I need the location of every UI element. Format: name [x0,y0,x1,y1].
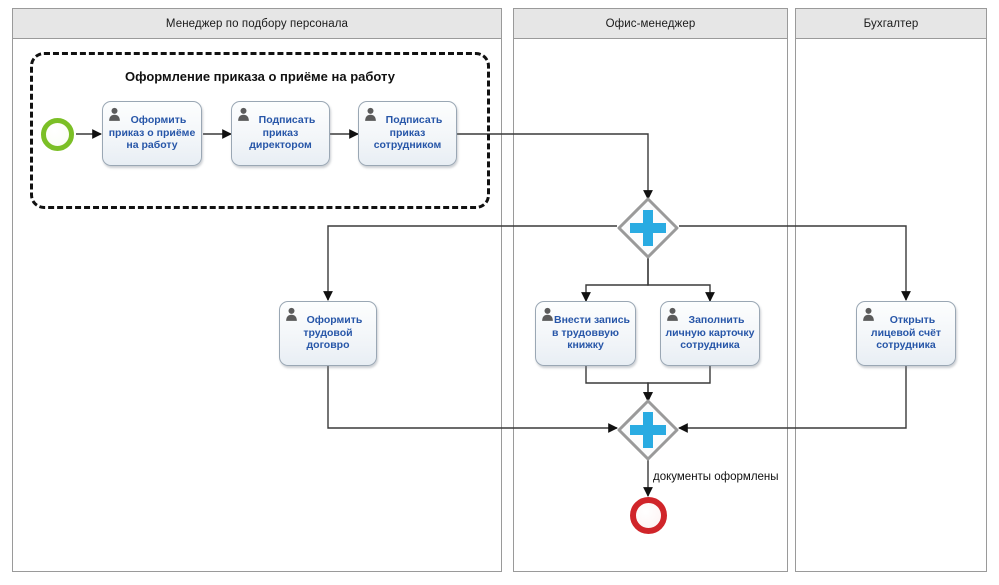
task-label: Подписать приказ сотрудником [373,114,443,152]
lane-office-header: Офис-менеджер [514,9,787,39]
edge-gateway-split-to-task6 [647,256,715,302]
plus-icon [630,210,666,246]
task-label: Заполнить личную карточку сотрудника [665,314,755,352]
edge-task7-to-gateway-join [678,366,907,433]
lane-office-label: Офис-менеджер [605,17,696,30]
task-zapolnit-kartochku[interactable]: Заполнить личную карточку сотрудника [660,301,760,366]
task-oformit-prikaz[interactable]: Оформить приказ о приёме на работу [102,101,202,166]
lane-accountant-label: Бухгалтер [863,17,919,30]
task-podpisat-direktorom[interactable]: Подписать приказ директором [231,101,330,166]
task-label: Оформить трудовой договро [303,314,363,352]
subprocess-title: Оформление приказа о приёме на работу [125,69,395,84]
edge-label-documents-done: документы оформлены [653,471,779,483]
edge-task5-to-gateway-join [585,366,653,402]
task-podpisat-sotrudnikom[interactable]: Подписать приказ сотрудником [358,101,457,166]
edge-task6-to-gateway-join [643,366,711,402]
lane-office[interactable]: Офис-менеджер [513,8,788,572]
edge-task3-to-gateway-split [457,133,653,200]
lane-accountant-header: Бухгалтер [796,9,986,39]
lane-accountant[interactable]: Бухгалтер [795,8,987,572]
gateway-join-shape [617,399,679,461]
end-event[interactable] [630,497,667,534]
edge-task4-to-gateway-join [327,366,618,433]
task-oformit-dogovor[interactable]: Оформить трудовой договро [279,301,377,366]
gateway-split[interactable] [616,196,680,260]
subprocess-hiring-order[interactable]: Оформление приказа о приёме на работу [30,52,490,209]
edge-gateway-split-to-task7 [679,225,911,301]
plus-icon [630,412,666,448]
gateway-split-shape [617,197,679,259]
task-label: Оформить приказ о приёме на работу [108,114,196,152]
edge-gateway-split-to-task4 [323,225,617,301]
lane-hr-header: Менеджер по подбору персонала [13,9,501,39]
gateway-join[interactable] [616,398,680,462]
edge-gateway-split-to-task5 [581,256,649,302]
task-label: Подписать приказ директором [249,114,316,152]
task-label: Внести запись в трудоввую книжку [552,314,630,352]
task-otkryt-schet[interactable]: Открыть лицевой счёт сотрудника [856,301,956,366]
task-label: Открыть лицевой счёт сотрудника [870,314,942,352]
lane-hr-label: Менеджер по подбору персонала [165,17,349,30]
start-event[interactable] [41,118,74,151]
task-vnesti-zapis[interactable]: Внести запись в трудоввую книжку [535,301,636,366]
